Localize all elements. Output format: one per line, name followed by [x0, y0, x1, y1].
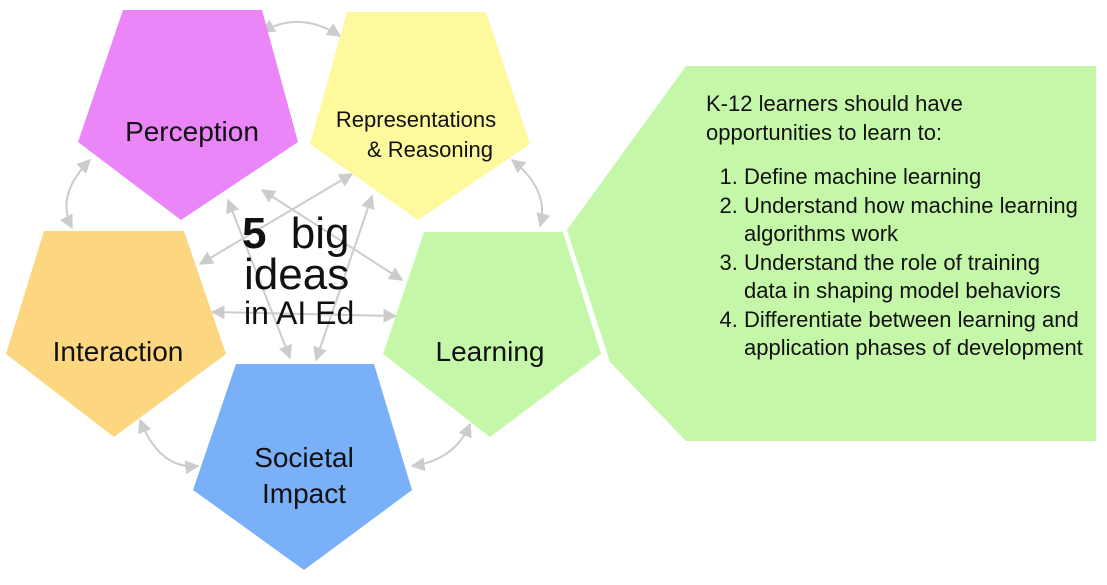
callout-list-item: Differentiate between learning and appli…: [744, 306, 1086, 363]
perception-label: Perception: [125, 116, 259, 147]
title-word-big: big: [291, 209, 350, 258]
callout-shape: [567, 66, 1096, 441]
arrow-perception-representations: [260, 19, 342, 37]
arrow-representations-learning: [510, 159, 551, 228]
arrow-representations-interaction: [198, 173, 354, 265]
title-line3: in AI Ed: [244, 295, 354, 331]
callout-list-item: Understand the role of training data in …: [744, 249, 1086, 306]
representations-label-line2: & Reasoning: [367, 137, 493, 162]
societal-impact-shape: [193, 364, 412, 570]
title-line2: ideas: [244, 250, 349, 299]
callout-list-item: Understand how machine learning algorith…: [744, 192, 1086, 249]
learning-label: Learning: [436, 336, 545, 367]
interaction-shape: [6, 231, 226, 437]
representations-label-line1: Representations: [336, 107, 496, 132]
connector-arrows: [60, 19, 551, 475]
perception-shape: [78, 10, 298, 220]
interaction-label: Interaction: [53, 336, 184, 367]
societal-label-line1: Societal: [254, 442, 354, 473]
arrow-learning-societal: [410, 422, 472, 472]
callout-intro: K-12 learners should have opportunities …: [706, 91, 963, 145]
arrow-interaction-learning: [210, 305, 398, 323]
arrow-perception-interaction: [60, 159, 91, 230]
callout-list-item: Define machine learning: [744, 163, 1086, 192]
representations-shape: [310, 12, 530, 220]
learning-shape: [383, 232, 601, 437]
societal-label-line2: Impact: [262, 478, 346, 509]
arrow-interaction-societal: [138, 418, 200, 475]
title-number: 5: [242, 209, 266, 258]
callout-text: K-12 learners should have opportunities …: [706, 90, 1086, 363]
arrow-representations-societal: [313, 194, 375, 362]
title-line1: 5 big: [242, 209, 349, 258]
callout-list: Define machine learning Understand how m…: [706, 163, 1086, 363]
